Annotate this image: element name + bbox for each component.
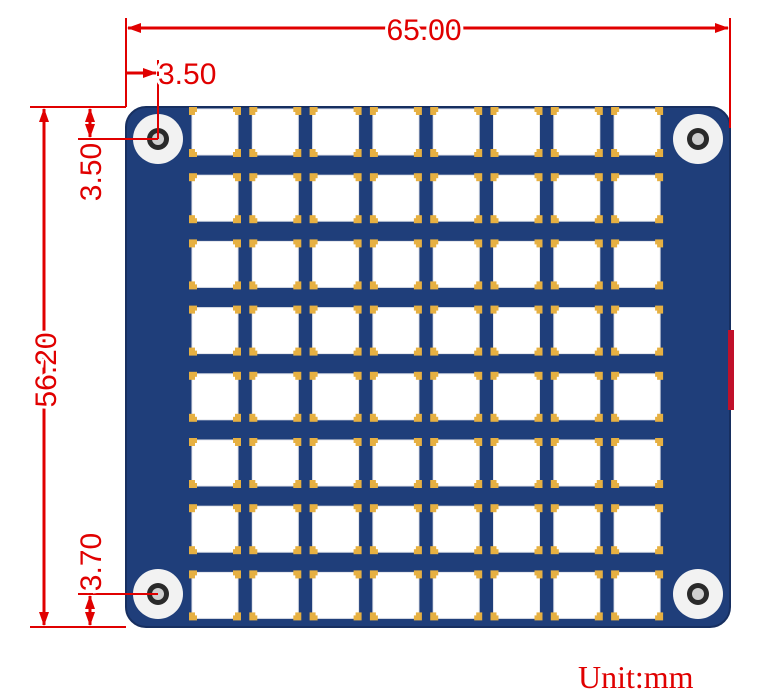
led-pixel bbox=[309, 371, 362, 422]
led-pixel bbox=[309, 173, 362, 224]
led-pixel bbox=[550, 173, 603, 224]
led-pixel bbox=[249, 371, 302, 422]
hole-offset-bottom-label: 3.70 bbox=[75, 533, 108, 591]
led-pixel bbox=[189, 504, 241, 555]
led-pixel bbox=[189, 371, 241, 422]
led-pixel bbox=[369, 173, 422, 224]
led-pixel bbox=[430, 570, 483, 621]
dimension-hole-offset-bottom: 3.70 bbox=[72, 530, 158, 626]
led-pixel bbox=[611, 504, 664, 555]
led-pixel bbox=[430, 107, 483, 157]
led-pixel bbox=[611, 438, 664, 488]
led-pixel bbox=[490, 107, 543, 157]
led-pixel bbox=[249, 504, 302, 555]
led-pixel bbox=[430, 438, 483, 488]
led-pixel bbox=[309, 305, 362, 356]
led-pixel bbox=[249, 305, 302, 356]
led-pixel bbox=[550, 305, 603, 356]
led-pixel bbox=[550, 371, 603, 422]
led-pixel bbox=[550, 107, 603, 157]
hole-offset-y-label: 3.50 bbox=[75, 143, 108, 201]
led-pixel bbox=[189, 438, 241, 488]
led-pixel bbox=[189, 239, 241, 290]
led-pixel bbox=[189, 570, 241, 621]
led-pixel bbox=[611, 173, 664, 224]
led-pixel bbox=[369, 305, 422, 356]
width-label: 65.00 bbox=[386, 14, 461, 47]
led-pixel bbox=[369, 504, 422, 555]
led-pixel bbox=[309, 504, 362, 555]
led-pixel bbox=[309, 570, 362, 621]
led-matrix bbox=[189, 107, 664, 621]
led-pixel bbox=[430, 173, 483, 224]
led-pixel bbox=[309, 438, 362, 488]
dimension-width: 65.00 bbox=[125, 11, 731, 128]
mounting-hole-bottom-right bbox=[673, 569, 723, 619]
led-pixel bbox=[490, 305, 543, 356]
led-pixel bbox=[369, 438, 422, 488]
dimension-height: 56.20 bbox=[27, 106, 126, 628]
pcb-board bbox=[125, 106, 734, 628]
led-pixel bbox=[550, 239, 603, 290]
led-pixel bbox=[430, 504, 483, 555]
led-pixel bbox=[490, 371, 543, 422]
led-pixel bbox=[189, 107, 241, 157]
led-pixel bbox=[369, 371, 422, 422]
led-pixel bbox=[550, 570, 603, 621]
hole-offset-x-label: 3.50 bbox=[158, 58, 216, 91]
unit-label: Unit:mm bbox=[578, 659, 694, 695]
led-pixel bbox=[430, 371, 483, 422]
led-pixel bbox=[189, 173, 241, 224]
led-pixel bbox=[249, 107, 302, 157]
led-pixel bbox=[550, 504, 603, 555]
led-pixel bbox=[249, 239, 302, 290]
pcb-side-connector bbox=[728, 330, 734, 410]
led-pixel bbox=[611, 239, 664, 290]
led-pixel bbox=[369, 570, 422, 621]
led-pixel bbox=[249, 173, 302, 224]
led-pixel bbox=[249, 570, 302, 621]
led-pixel bbox=[430, 305, 483, 356]
led-pixel bbox=[369, 107, 422, 157]
dimension-hole-offset-y: 3.50 bbox=[72, 108, 158, 204]
dimension-hole-offset-x: 3.50 bbox=[127, 55, 219, 139]
led-pixel bbox=[430, 239, 483, 290]
led-pixel bbox=[611, 305, 664, 356]
led-pixel bbox=[550, 438, 603, 488]
led-pixel bbox=[611, 570, 664, 621]
led-pixel bbox=[490, 438, 543, 488]
led-pixel bbox=[189, 305, 241, 356]
led-pixel bbox=[309, 107, 362, 157]
led-pixel bbox=[611, 107, 664, 157]
led-pixel bbox=[369, 239, 422, 290]
led-pixel bbox=[309, 239, 362, 290]
led-pixel bbox=[611, 371, 664, 422]
led-pixel bbox=[249, 438, 302, 488]
led-pixel bbox=[490, 570, 543, 621]
led-pixel bbox=[490, 173, 543, 224]
mounting-hole-top-right bbox=[673, 114, 723, 164]
led-pixel bbox=[490, 504, 543, 555]
led-pixel bbox=[490, 239, 543, 290]
height-label: 56.20 bbox=[30, 332, 63, 407]
